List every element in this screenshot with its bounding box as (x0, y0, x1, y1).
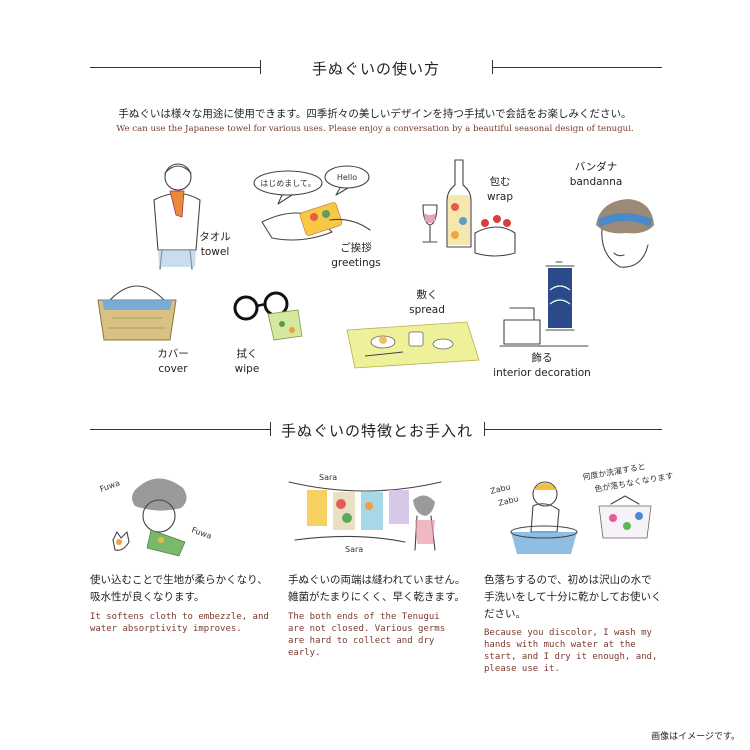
doodle-sara-2: Sara (345, 545, 363, 554)
heading2-rule-right (484, 429, 662, 430)
spread-table-illustration (346, 321, 480, 369)
wrap-illustration (422, 159, 516, 257)
intro-japanese: 手ぬぐいは様々な用途に使用できます。四季折々の美しいデザインを持つ手拭いで会話を… (118, 108, 632, 120)
intro-english: We can use the Japanese towel for variou… (116, 124, 634, 134)
bubble-hello: Hello (337, 173, 357, 182)
label-interior-decoration: 飾る interior decoration (493, 352, 591, 379)
heading-tick-left (260, 60, 261, 74)
towel-man-illustration (153, 163, 201, 270)
interior-decoration-illustration (499, 261, 589, 347)
doodle-fuwa-2: Fuwa (190, 525, 213, 541)
label-wipe: 拭く wipe (234, 348, 260, 375)
bandanna-illustration (596, 199, 654, 268)
zabu-illustration: Zabu Zabu 何度か洗濯すると 色が落ちなくなります (489, 461, 674, 554)
fuwa-illustration: Fuwa Fuwa (99, 478, 213, 557)
care-text-en-1: It softens cloth to embezzle, and water … (90, 612, 269, 634)
heading2-tick-left (270, 422, 271, 436)
label-bandanna: バンダナ bandanna (569, 161, 623, 188)
label-towel: タオル towel (199, 231, 231, 258)
wipe-glasses-illustration (233, 291, 303, 341)
section-heading-care: 手ぬぐいの特徴とお手入れ (280, 422, 473, 440)
care-text-en-3: Because you discolor, I wash my hands wi… (484, 628, 658, 674)
care-text-jp-3: 色落ちするので、初めは沢山の水で 手洗いをして十分に乾かしてお使いく ださい。 (484, 574, 662, 620)
label-spread: 敷く spread (409, 289, 445, 316)
sara-illustration: Sara Sara (288, 473, 442, 554)
care-text-en-2: The both ends of the Tenugui are not clo… (288, 612, 446, 658)
label-greetings: ご挨拶 greetings (331, 242, 381, 269)
bubble-hajimemashite: はじめまして。 (260, 179, 316, 188)
footer-image-note: 画像はイメージです。 (651, 732, 740, 742)
heading2-rule-left (90, 429, 270, 430)
heading-rule-right (492, 67, 662, 68)
heading-rule-left (90, 67, 260, 68)
doodle-zabu-1: Zabu (489, 482, 511, 496)
cover-basket-illustration (97, 285, 177, 341)
care-text-jp-2: 手ぬぐいの両端は縫われていません。 雑菌がたまりにくく、早く乾きます。 (288, 574, 466, 603)
greetings-illustration: はじめまして。 Hello (253, 165, 371, 241)
care-text-jp-1: 使い込むことで生地が柔らかくなり、 吸水性が良くなります。 (90, 574, 268, 603)
doodle-sara-1: Sara (319, 473, 337, 482)
label-cover: カバー cover (157, 348, 189, 375)
label-wrap: 包む wrap (486, 176, 513, 203)
doodle-zabu-2: Zabu (497, 494, 519, 508)
doodle-fuwa-1: Fuwa (99, 478, 122, 494)
section-heading-usage: 手ぬぐいの使い方 (311, 60, 440, 78)
